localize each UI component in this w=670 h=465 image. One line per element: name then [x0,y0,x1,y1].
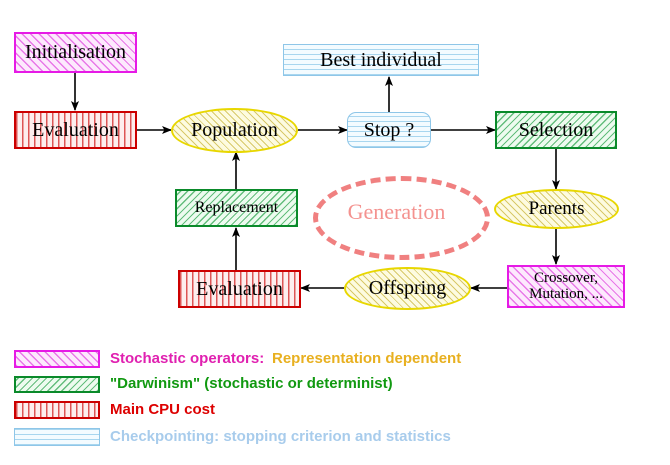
legend-label-stochastic: Stochastic operators: [110,350,265,367]
node-selection-label: Selection [518,118,594,141]
node-selection[interactable]: Selection [495,111,617,149]
legend-swatch-cpu [14,401,100,419]
legend-swatch-checkpointing [14,428,100,446]
legend-swatch-stochastic [14,350,100,368]
generation-ellipse [313,176,490,260]
legend-label-cpu: Main CPU cost [110,401,216,418]
generation-label: Generation [347,199,446,224]
legend-label-darwinism: "Darwinism" (stochastic or determinist) [110,375,393,392]
node-crossover-mutation[interactable]: Crossover, Mutation, ... [507,265,625,308]
node-parents-label: Parents [528,198,585,220]
node-parents[interactable]: Parents [494,189,619,229]
node-evaluation-bottom-label: Evaluation [196,277,283,300]
node-crossover-label-line2: Mutation, ... [529,285,603,302]
node-offspring-label: Offspring [368,277,447,299]
node-stop[interactable]: Stop ? [347,112,431,148]
node-stop-label: Stop ? [363,118,415,141]
node-initialisation[interactable]: Initialisation [14,32,137,73]
legend-label-stochastic-detail: Representation dependent [272,350,462,367]
node-population-label: Population [191,119,278,141]
node-evaluation-top[interactable]: Evaluation [14,111,137,149]
node-offspring[interactable]: Offspring [344,267,471,310]
legend-swatch-darwinism [14,376,100,393]
node-crossover-label-line1: Crossover, [534,269,598,286]
node-initialisation-label: Initialisation [24,41,127,63]
node-evaluation-bottom[interactable]: Evaluation [178,270,301,308]
node-best-individual[interactable]: Best individual [283,44,479,76]
legend-label-checkpointing: Checkpointing: stopping criterion and st… [110,428,451,445]
node-population[interactable]: Population [171,108,298,153]
node-replacement-label: Replacement [194,198,279,216]
node-best-individual-label: Best individual [320,48,442,71]
node-replacement[interactable]: Replacement [175,189,298,227]
node-evaluation-top-label: Evaluation [32,118,119,141]
